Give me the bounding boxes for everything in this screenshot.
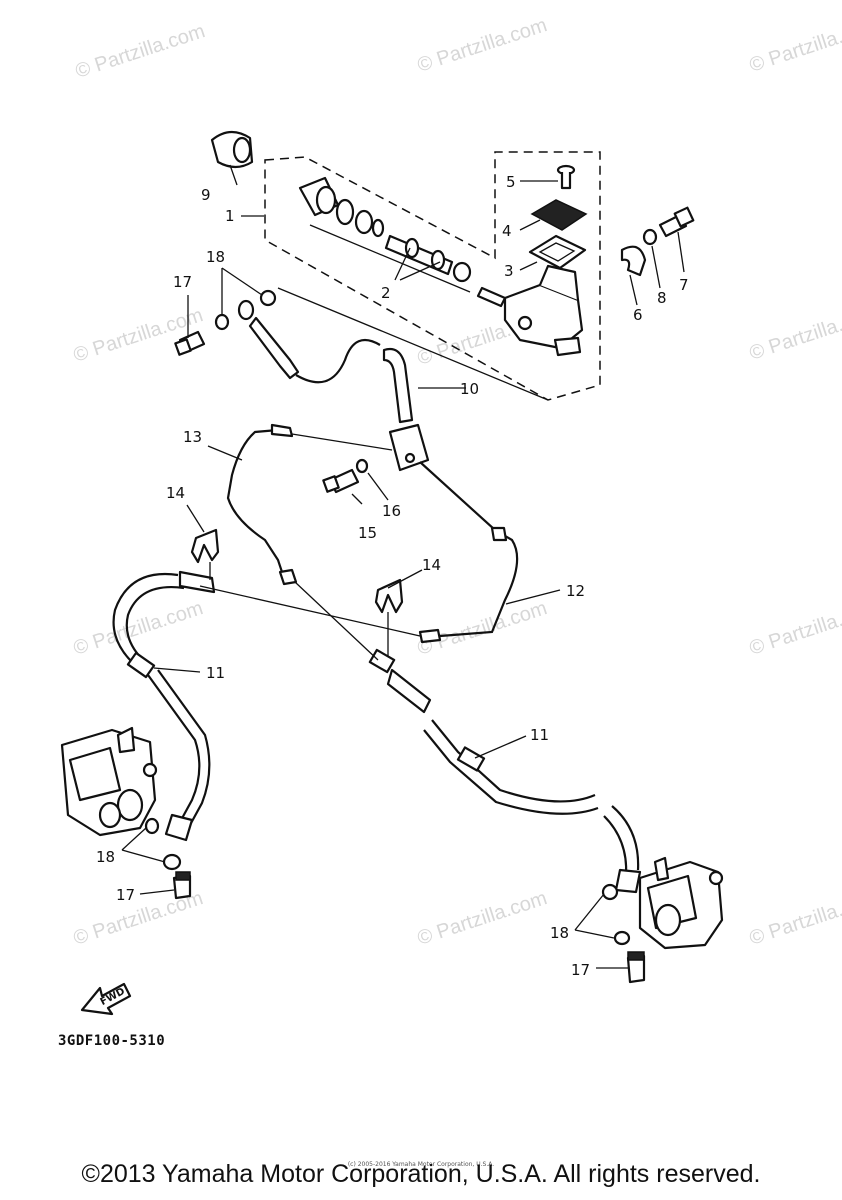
watermark: © Partzilla.com (747, 597, 842, 660)
callout-label: 7 (679, 276, 689, 294)
washer-part-16 (355, 458, 369, 474)
callout-label: 5 (506, 173, 516, 191)
washer-part-18 (214, 313, 230, 331)
washer-part-18 (162, 853, 182, 871)
piston-kit-part-2 (298, 176, 507, 308)
callout-label: 8 (657, 289, 667, 307)
bolt-part-17 (174, 330, 206, 356)
callout-label: 14 (166, 484, 185, 502)
callout-label: 17 (571, 961, 590, 979)
callout-label: 17 (116, 886, 135, 904)
bolt-part-17 (626, 951, 646, 984)
callout-label: 11 (206, 664, 225, 682)
watermark: © Partzilla.com (415, 14, 550, 77)
washer-part-18 (601, 883, 619, 901)
fine-print: (c) 2005-2016 Yamaha Motor Corporation, … (347, 1161, 495, 1168)
washer-part-18 (259, 289, 277, 307)
leader-lines (121, 164, 685, 969)
callout-label: 15 (358, 524, 377, 542)
callout-label: 3 (504, 262, 514, 280)
clip-part-14 (374, 578, 404, 614)
callout-label: 12 (566, 582, 585, 600)
brake-pipe-part-13 (226, 423, 298, 586)
holder-part-6 (620, 245, 647, 277)
callout-label: 18 (96, 848, 115, 866)
watermark: © Partzilla.com (415, 597, 550, 660)
brake-hose-part-11 (368, 648, 642, 894)
callout-label: 16 (382, 502, 401, 520)
watermark: © Partzilla.com (747, 302, 842, 365)
master-cylinder-body (503, 264, 584, 357)
callout-label: 18 (550, 924, 569, 942)
callout-label: 17 (173, 273, 192, 291)
watermark: © Partzilla.com (747, 14, 842, 77)
left-brake-caliper (60, 726, 160, 837)
callout-label: 10 (460, 380, 479, 398)
bolt-part-17 (172, 871, 192, 900)
washer-part-8 (642, 228, 658, 246)
screw-part-5 (556, 164, 576, 190)
brake-pipe-part-12 (418, 461, 519, 644)
bolt-part-7 (658, 206, 695, 238)
callout-label: 2 (381, 284, 391, 302)
right-brake-caliper (638, 856, 724, 950)
callout-label: 18 (206, 248, 225, 266)
callout-label: 11 (530, 726, 549, 744)
watermark: © Partzilla.com (73, 20, 208, 83)
washer-part-18 (613, 930, 631, 946)
callout-label: 6 (633, 306, 643, 324)
callout-label: 13 (183, 428, 202, 446)
reservoir-cap-part-4 (530, 199, 588, 231)
callout-label: 1 (225, 207, 235, 225)
watermark: © Partzilla.com (71, 304, 206, 367)
clip-part-14 (190, 528, 220, 564)
copyright-notice: ©2013 Yamaha Motor Corporation, U.S.A. A… (81, 1160, 761, 1188)
callout-label: 14 (422, 556, 441, 574)
diagram-code: 3GDF100-5310 (58, 1033, 166, 1049)
callout-label: 4 (502, 222, 512, 240)
diaphragm-part-3 (528, 234, 587, 270)
bolt-part-15 (322, 468, 360, 494)
watermark: © Partzilla.com (415, 887, 550, 950)
brake-hose-part-10 (237, 299, 430, 472)
callouts: 9 1 2 5 4 3 6 8 7 18 17 10 13 14 16 15 1… (96, 173, 689, 979)
callout-label: 9 (201, 186, 211, 204)
watermark: © Partzilla.com (71, 597, 206, 660)
master-cylinder-assembly-outline (264, 151, 601, 401)
watermark: © Partzilla.com (747, 887, 842, 950)
boot-part-9 (210, 130, 254, 169)
forward-arrow-icon: FWD (80, 982, 132, 1016)
